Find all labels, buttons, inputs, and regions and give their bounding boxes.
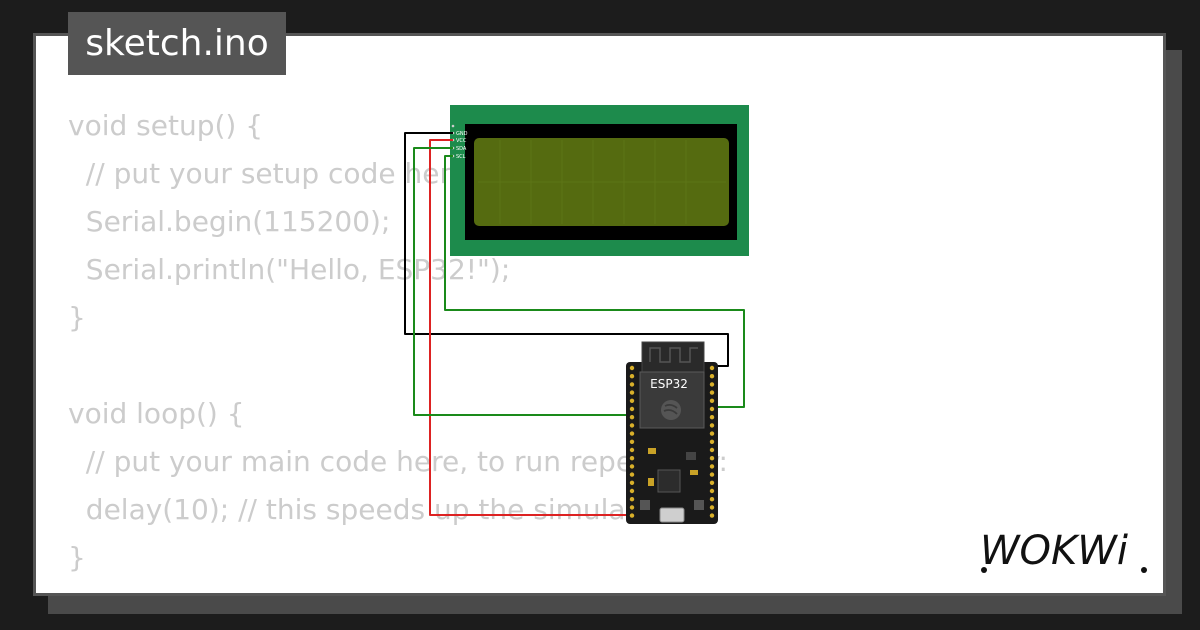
right-pin-row [709,365,715,518]
smd-component [686,452,696,460]
header-pin[interactable] [709,488,715,494]
header-pin[interactable] [629,464,635,469]
esp32-board[interactable]: ESP32 [626,341,718,524]
header-pin[interactable] [629,513,635,518]
wire-scl[interactable] [444,155,745,408]
header-pin[interactable] [709,431,715,436]
antenna-module [641,341,705,377]
header-pin[interactable] [709,398,715,403]
header-pin[interactable] [709,447,715,453]
header-pin[interactable] [629,505,635,510]
header-pin[interactable] [709,423,715,428]
code-line: Serial.begin(115200); [68,205,391,238]
boot-button[interactable] [640,500,650,510]
board-label: ESP32 [650,377,688,391]
header-pin[interactable] [629,439,635,444]
header-pin[interactable] [629,382,635,387]
usb-uart-chip [657,469,681,493]
reset-button[interactable] [694,500,704,510]
header-pin[interactable] [629,472,635,477]
micro-usb-port[interactable] [659,507,685,523]
left-pin-row [629,365,635,518]
smd-component [648,478,654,486]
header-pin[interactable] [709,382,715,387]
smd-component [648,448,656,454]
header-pin[interactable] [629,374,635,379]
header-pin[interactable] [629,390,635,395]
wire-vcc[interactable] [429,139,630,516]
header-pin[interactable] [709,456,715,461]
header-pin[interactable] [709,390,715,395]
pin-label-sda: SDA [456,146,467,152]
header-pin[interactable] [629,423,635,428]
header-pin[interactable] [709,374,715,379]
header-pin[interactable] [629,406,635,412]
header-pin[interactable] [709,464,715,469]
code-line: void setup() { [68,109,264,142]
header-pin[interactable] [629,497,635,502]
header-pin[interactable] [629,456,635,461]
pin-label-vcc: VCC [456,138,467,144]
wire-gnd[interactable] [404,132,729,367]
header-pin[interactable] [629,447,635,453]
smd-component [690,470,698,475]
antenna-trace [649,347,698,363]
code-line: } [68,301,86,334]
lcd-display[interactable]: GND VCC SDA SCL [450,105,749,256]
header-pin[interactable] [709,505,715,510]
header-pin[interactable] [709,497,715,502]
logo-dot [1141,567,1147,573]
header-pin[interactable] [709,439,715,444]
code-line: void loop() { [68,397,245,430]
logo-text: WOKWi [980,528,1128,574]
header-pin[interactable] [709,472,715,477]
header-pin[interactable] [709,513,715,518]
header-pin[interactable] [629,415,635,420]
header-pin[interactable] [629,398,635,403]
wire-sda[interactable] [413,147,628,416]
header-pin[interactable] [709,406,715,412]
header-pin[interactable] [629,365,635,371]
pin-label-gnd: GND [456,131,468,137]
pin-label-scl: SCL [456,154,466,160]
header-pin[interactable] [709,365,715,371]
logo-dot [981,567,987,573]
header-pin[interactable] [629,431,635,436]
lcd-char-grid [478,140,726,224]
espressif-swirl [663,403,678,415]
code-line: } [68,541,86,574]
header-pin[interactable] [629,480,635,485]
file-tab[interactable]: sketch.ino [68,12,286,75]
header-pin[interactable] [709,480,715,485]
wokwi-logo: WOKWi [980,528,1147,574]
header-pin[interactable] [629,488,635,494]
header-pin[interactable] [709,415,715,420]
